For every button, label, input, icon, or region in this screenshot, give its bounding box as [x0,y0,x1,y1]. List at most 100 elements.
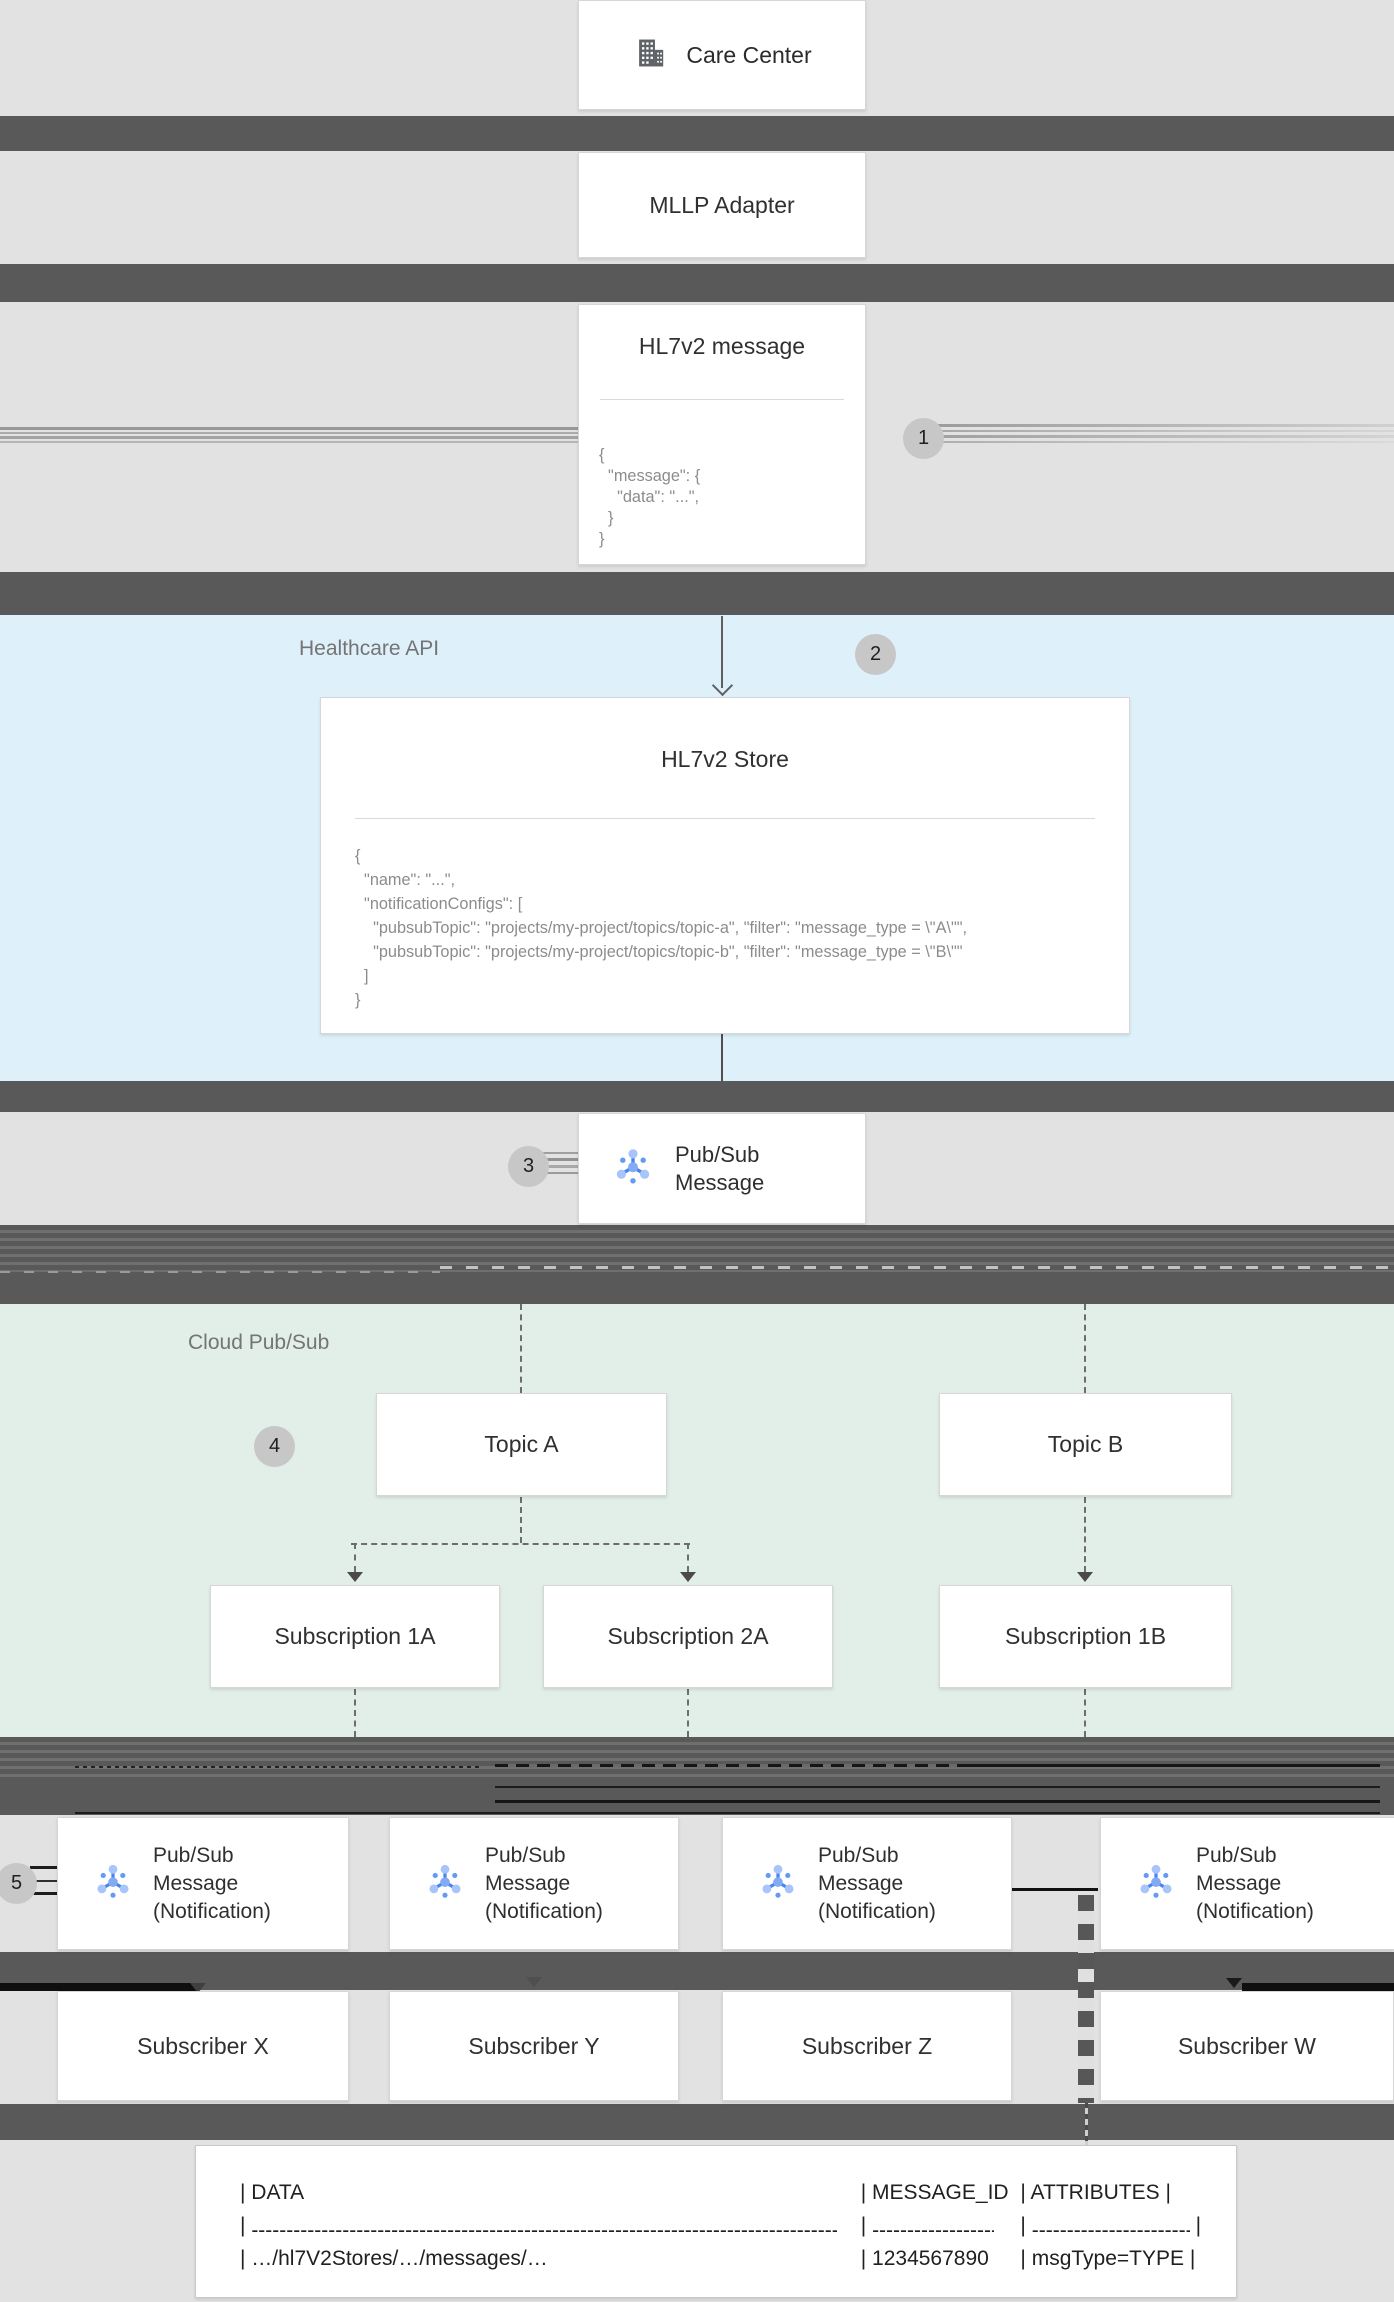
arrow-stripe [30,1866,57,1869]
subscription-1b-label: Subscription 1B [1004,1623,1167,1649]
message-table: | DATA | MESSAGE_ID | ATTRIBUTES | | ---… [195,2145,1237,2298]
arrowhead-subscriber-y [526,1977,542,1987]
table-separator-cell: | --------------------------------------… [1020,2214,1202,2239]
hl7v2-message-title: HL7v2 message [638,333,806,359]
arrow-artifact-bar [1242,1983,1394,1992]
arrow-stripe [30,1892,57,1895]
notification-line3: (Notification) [485,1899,603,1923]
flow-band-stripes [0,1737,1394,1782]
arrow-message-to-store-line [721,616,723,688]
pubsub-icon [755,1858,801,1909]
arrow-stripe [0,436,578,439]
arrow-stripe [540,1165,578,1168]
flow-band [0,2104,1394,2140]
hl7v2-store-title: HL7v2 Store [661,746,789,772]
arrow-artifact-line [495,1786,1380,1788]
dashed-sub1a-out [354,1689,356,1737]
flow-band-dashes [440,1266,1394,1269]
building-icon [632,34,670,77]
route-elbow-line [1012,1888,1098,1891]
dashed-topic-a-out [520,1497,522,1543]
divider [600,399,844,400]
pubsub-icon [609,1142,657,1195]
flow-band-dashes [0,1271,440,1273]
arrow-stripe [0,441,578,443]
subscriber-y-node: Subscriber Y [389,1991,679,2101]
dashed-topic-b-out [1084,1497,1086,1572]
flow-band [0,264,1394,302]
table-separator-cell: | --------------------------------------… [240,2214,838,2239]
arrow-artifact-line [965,1764,1380,1767]
dashed-route-to-table-thin [1085,2103,1088,2145]
notification-line2: Message [1196,1871,1282,1895]
subscriber-y-label: Subscriber Y [468,2032,600,2059]
hl7v2-store-node: HL7v2 Store { "name": "...", "notificati… [320,697,1130,1034]
arrow-stripe [540,1172,578,1174]
arrowhead-subscriber-w [1226,1978,1242,1988]
arrow-stripe [920,435,1394,438]
pubsub-icon [90,1858,136,1909]
arrowhead-subscriber-x [190,1983,206,1993]
arrow-artifact-line [75,1812,1380,1814]
notification-line1: Pub/Sub [818,1843,899,1867]
pubsub-notification-node: Pub/Sub Message (Notification) [722,1817,1012,1950]
subscription-1b-node: Subscription 1B [939,1585,1232,1688]
arrowhead-sub1a [347,1572,363,1582]
dashed-feed-topic-b [1084,1304,1086,1393]
arrow-stripe [920,430,1394,432]
topic-a-node: Topic A [376,1393,667,1496]
healthcare-api-label: Healthcare API [299,637,440,660]
pubsub-icon [422,1858,468,1909]
pubsub-message-line2: Message [675,1169,765,1195]
care-center-label: Care Center [686,41,812,68]
care-center-node: Care Center [578,0,866,110]
connector-store-to-pubsub [721,1034,723,1081]
topic-a-label: Topic A [484,1431,559,1457]
subscriber-z-node: Subscriber Z [722,1991,1012,2101]
arrow-stripe [0,432,578,434]
arrow-artifact-line [495,1800,1380,1803]
arrowhead-sub2a [680,1572,696,1582]
table-cell-message-id: | 1234567890 [860,2247,989,2270]
hl7v2-message-node: HL7v2 message { "message": { "data": "..… [578,304,866,565]
step-badge-5: 5 [0,1863,37,1904]
arrow-stripe [0,427,578,430]
divider [355,818,1095,819]
arrow-stripe [540,1158,578,1161]
flow-band [0,116,1394,151]
hl7v2-store-code: { "name": "...", "notificationConfigs": … [355,847,968,1009]
subscription-2a-node: Subscription 2A [543,1585,833,1688]
notification-line3: (Notification) [818,1899,936,1923]
notification-line3: (Notification) [1196,1899,1314,1923]
notification-line1: Pub/Sub [485,1843,566,1867]
flow-band [0,572,1394,615]
dashed-stub-sub1a [354,1543,356,1572]
arrow-stripe [920,424,1394,427]
arrow-artifact-line [75,1766,480,1768]
arrowhead-sub1b [1077,1572,1093,1582]
dashed-sub1b-out [1084,1689,1086,1737]
subscription-1a-label: Subscription 1A [274,1623,436,1649]
table-header-attributes: | ATTRIBUTES | [1020,2181,1171,2204]
notification-line3: (Notification) [153,1899,271,1923]
cloud-pubsub-label: Cloud Pub/Sub [188,1331,330,1354]
subscriber-w-node: Subscriber W [1100,1991,1394,2101]
pubsub-notification-node: Pub/Sub Message (Notification) [1100,1817,1394,1950]
arrow-stripe [540,1152,578,1154]
flow-band-stripes [0,1225,1394,1272]
arrow-stripe [30,1880,57,1882]
table-data-row: | …/hl7V2Stores/…/messages/… | 123456789… [240,2242,1236,2275]
table-separator-row: | --------------------------------------… [240,2209,1236,2242]
table-header-data: | DATA [240,2181,305,2204]
dashed-route-to-table [1078,1895,1094,2103]
topic-b-node: Topic B [939,1393,1232,1496]
pubsub-message-line1: Pub/Sub [675,1141,760,1167]
table-header-message-id: | MESSAGE_ID [860,2181,1009,2204]
table-cell-attributes: | msgType=TYPE | [1020,2247,1196,2270]
mllp-adapter-node: MLLP Adapter [578,152,866,258]
arrow-artifact-line [495,1764,965,1767]
pubsub-notification-node: Pub/Sub Message (Notification) [389,1817,679,1950]
dashed-feed-topic-a [520,1304,522,1393]
step-badge-2: 2 [855,634,896,675]
pubsub-icon [1133,1858,1179,1909]
